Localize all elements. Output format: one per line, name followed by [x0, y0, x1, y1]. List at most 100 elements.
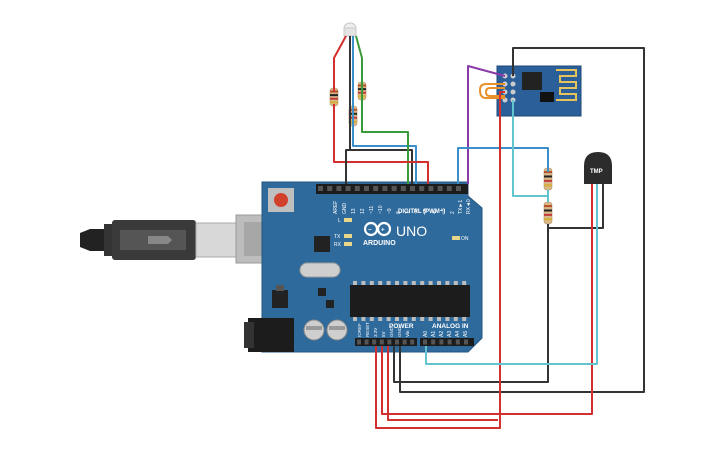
- mcu-pin: [420, 317, 425, 321]
- pin-label: RX◄0: [466, 199, 472, 214]
- power-pin-hole[interactable]: [379, 339, 384, 345]
- pin-label: 2: [450, 211, 456, 214]
- digital-pin-hole[interactable]: [437, 186, 443, 191]
- digital-label: DIGITAL (PWM~): [398, 209, 445, 215]
- led-rx: [344, 242, 352, 246]
- digital-pin-hole[interactable]: [410, 186, 415, 191]
- wire-cyan: [512, 100, 548, 197]
- power-pin-hole[interactable]: [395, 339, 399, 345]
- resistor[interactable]: [543, 201, 553, 225]
- mcu-pin: [353, 317, 357, 321]
- wire-cyan: [425, 184, 598, 365]
- wire-led-lead: [352, 36, 417, 184]
- led-rx-label: RX: [334, 242, 342, 248]
- wire-black: [399, 47, 645, 393]
- power-pin-hole[interactable]: [372, 339, 377, 345]
- on-label: ON: [461, 236, 469, 242]
- mcu-pin: [437, 317, 441, 321]
- pin-label: IOREF: [357, 323, 362, 337]
- mcu-pin: [386, 281, 391, 285]
- digital-pin-hole[interactable]: [327, 186, 333, 191]
- svg-text:−: −: [368, 228, 372, 234]
- mcu-pin: [403, 317, 408, 321]
- wire-orange: [485, 87, 505, 97]
- pin-label: ~9: [387, 208, 393, 214]
- digital-pin-hole[interactable]: [419, 186, 425, 191]
- digital-pin-hole[interactable]: [446, 186, 452, 191]
- digital-pin-hole[interactable]: [373, 186, 379, 191]
- tmp-temperature-sensor[interactable]: TMP: [584, 152, 612, 184]
- power-label: POWER: [389, 323, 414, 330]
- usb-chip: [314, 236, 330, 252]
- model-text: UNO: [396, 223, 427, 239]
- atmega-chip: [350, 285, 470, 317]
- power-pin-hole[interactable]: [402, 339, 407, 345]
- pin-label: GND: [342, 203, 348, 215]
- digital-pin-hole[interactable]: [336, 186, 342, 191]
- analog-pin-hole[interactable]: [423, 339, 427, 345]
- digital-pin-hole[interactable]: [400, 186, 406, 191]
- pin-label: A2: [439, 331, 445, 337]
- digital-pin-hole[interactable]: [354, 186, 360, 191]
- digital-pin-hole[interactable]: [318, 186, 323, 191]
- pin-label: ~3: [441, 208, 447, 214]
- led-tx: [344, 234, 352, 238]
- analog-pin-labels: A0 A1 A2 A3 A4 A5: [423, 331, 469, 337]
- led-on: [452, 236, 460, 240]
- mcu-pin: [369, 281, 374, 285]
- antenna-trace: [556, 69, 577, 101]
- pin-label: A0: [423, 331, 429, 337]
- mcu-pin: [428, 317, 433, 321]
- voltage-regulator: [272, 290, 288, 308]
- pin-label: 7: [405, 211, 411, 214]
- svg-text:+: +: [381, 228, 385, 234]
- wire-red-led: [333, 104, 429, 184]
- mcu-pin: [428, 281, 433, 285]
- mcu-pin: [395, 281, 399, 285]
- sensor-label: TMP: [590, 169, 603, 175]
- pin-label: ~6: [414, 208, 420, 214]
- analog-header: [420, 338, 474, 346]
- wires: [333, 35, 645, 429]
- reset-button-cap[interactable]: [274, 193, 288, 207]
- mcu-pin: [420, 281, 425, 285]
- digital-pin-hole[interactable]: [382, 186, 388, 191]
- digital-pin-hole[interactable]: [391, 186, 397, 191]
- power-pin-hole[interactable]: [364, 339, 369, 345]
- pin-label: Vin: [405, 330, 410, 337]
- arduino-uno-board[interactable]: AREF GND 13 12 ~11 ~10 ~9 8 7 ~6 ~5 4 ~3…: [244, 181, 483, 353]
- mcu-pin: [411, 317, 416, 321]
- pin-label: 8: [396, 211, 402, 214]
- brand-text: ARDUINO: [363, 240, 396, 247]
- analog-label: ANALOG IN: [432, 323, 469, 330]
- pin-label: A1: [431, 331, 437, 337]
- power-pin-hole[interactable]: [387, 339, 392, 345]
- power-pin-hole[interactable]: [357, 339, 361, 345]
- analog-pin-hole[interactable]: [455, 339, 460, 345]
- analog-pin-hole[interactable]: [447, 339, 452, 345]
- rgb-led[interactable]: [343, 22, 357, 37]
- wire-blue: [457, 147, 549, 184]
- analog-pin-hole[interactable]: [439, 339, 444, 345]
- wire-red: [387, 346, 498, 421]
- power-pin-labels: IOREF RESET 3.3V 5V GND GND Vin: [357, 322, 410, 337]
- wire-black: [393, 184, 604, 383]
- power-jack: [248, 318, 294, 352]
- wire-orange: [479, 83, 505, 99]
- digital-pin-hole[interactable]: [456, 186, 461, 191]
- wire-led-lead: [355, 35, 409, 184]
- mcu-pin: [453, 317, 458, 321]
- pin-label: A4: [455, 331, 461, 337]
- led-l: [344, 218, 352, 222]
- mcu-pin: [378, 281, 383, 285]
- digital-pin-hole[interactable]: [345, 186, 351, 191]
- digital-pin-hole[interactable]: [364, 186, 369, 191]
- digital-pin-hole[interactable]: [428, 186, 434, 191]
- power-pin-hole[interactable]: [410, 339, 415, 345]
- analog-pin-hole[interactable]: [431, 339, 436, 345]
- esp8266-wifi-module[interactable]: [496, 65, 582, 117]
- wire-black-led: [345, 149, 350, 184]
- pin-label: A5: [463, 331, 469, 337]
- analog-pin-hole[interactable]: [464, 339, 468, 345]
